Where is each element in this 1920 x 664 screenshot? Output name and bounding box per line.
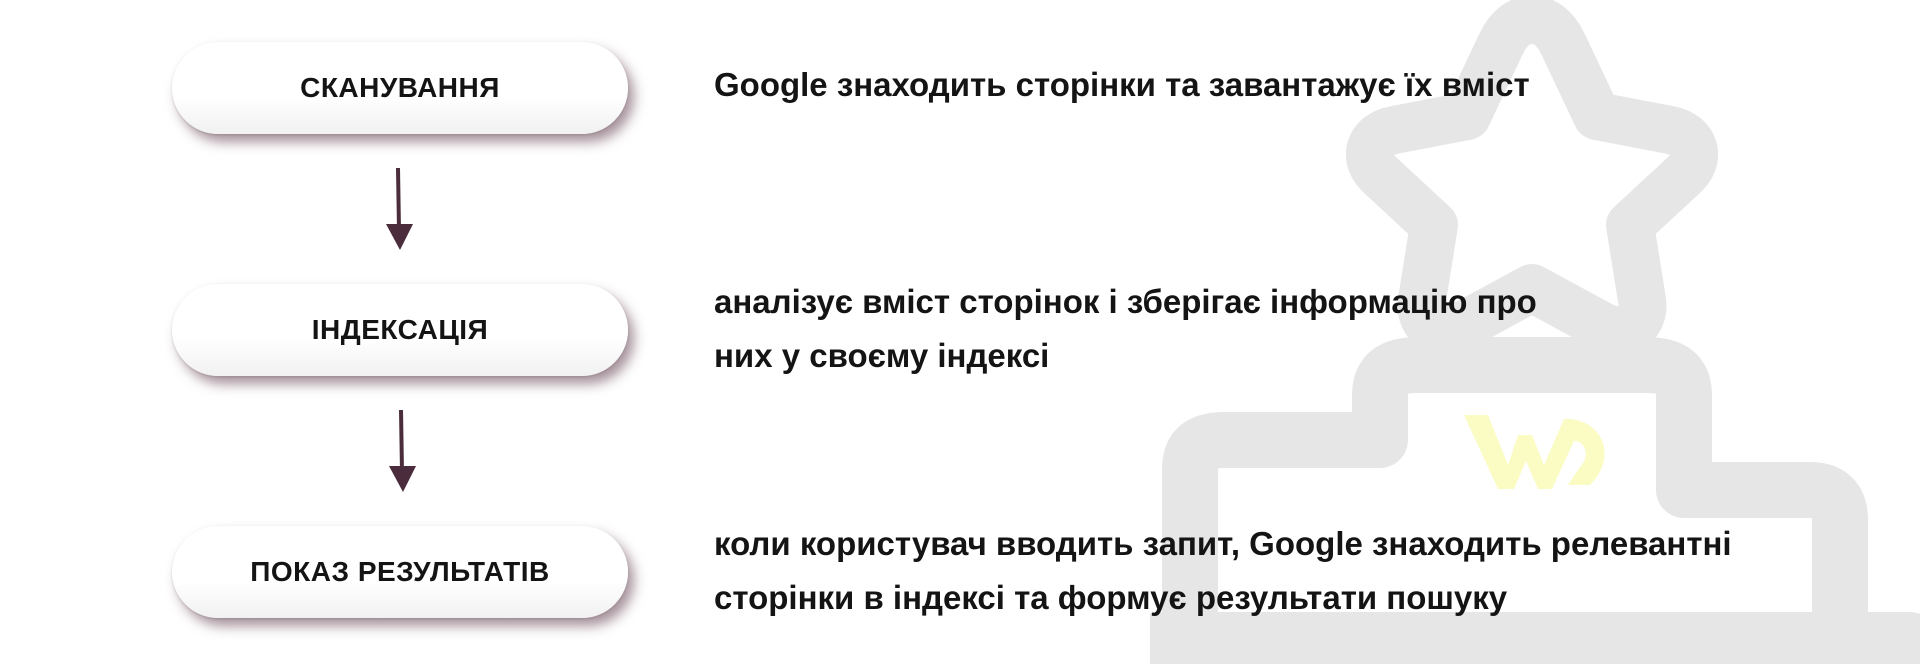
step-scanning-pill: СКАНУВАННЯ xyxy=(172,42,628,134)
step-indexing-description: аналізує вміст сторінок і зберігає інфор… xyxy=(714,283,1537,374)
step-label: ІНДЕКСАЦІЯ xyxy=(311,314,489,345)
step-results-pill: ПОКАЗ РЕЗУЛЬТАТІВ xyxy=(172,526,628,618)
step-indexing-pill: ІНДЕКСАЦІЯ xyxy=(172,284,628,376)
step-label: ПОКАЗ РЕЗУЛЬТАТІВ xyxy=(250,556,550,587)
step-scanning-description: Google знаходить сторінки та завантажує … xyxy=(714,66,1530,103)
step-label: СКАНУВАННЯ xyxy=(300,72,500,103)
brand-logo-icon xyxy=(1460,405,1610,495)
arrow-down-icon xyxy=(380,168,420,258)
arrow-down-icon xyxy=(383,410,423,500)
podium-star-watermark-icon xyxy=(1150,0,1920,664)
step-results-description: коли користувач вводить запит, Google зн… xyxy=(714,525,1732,616)
